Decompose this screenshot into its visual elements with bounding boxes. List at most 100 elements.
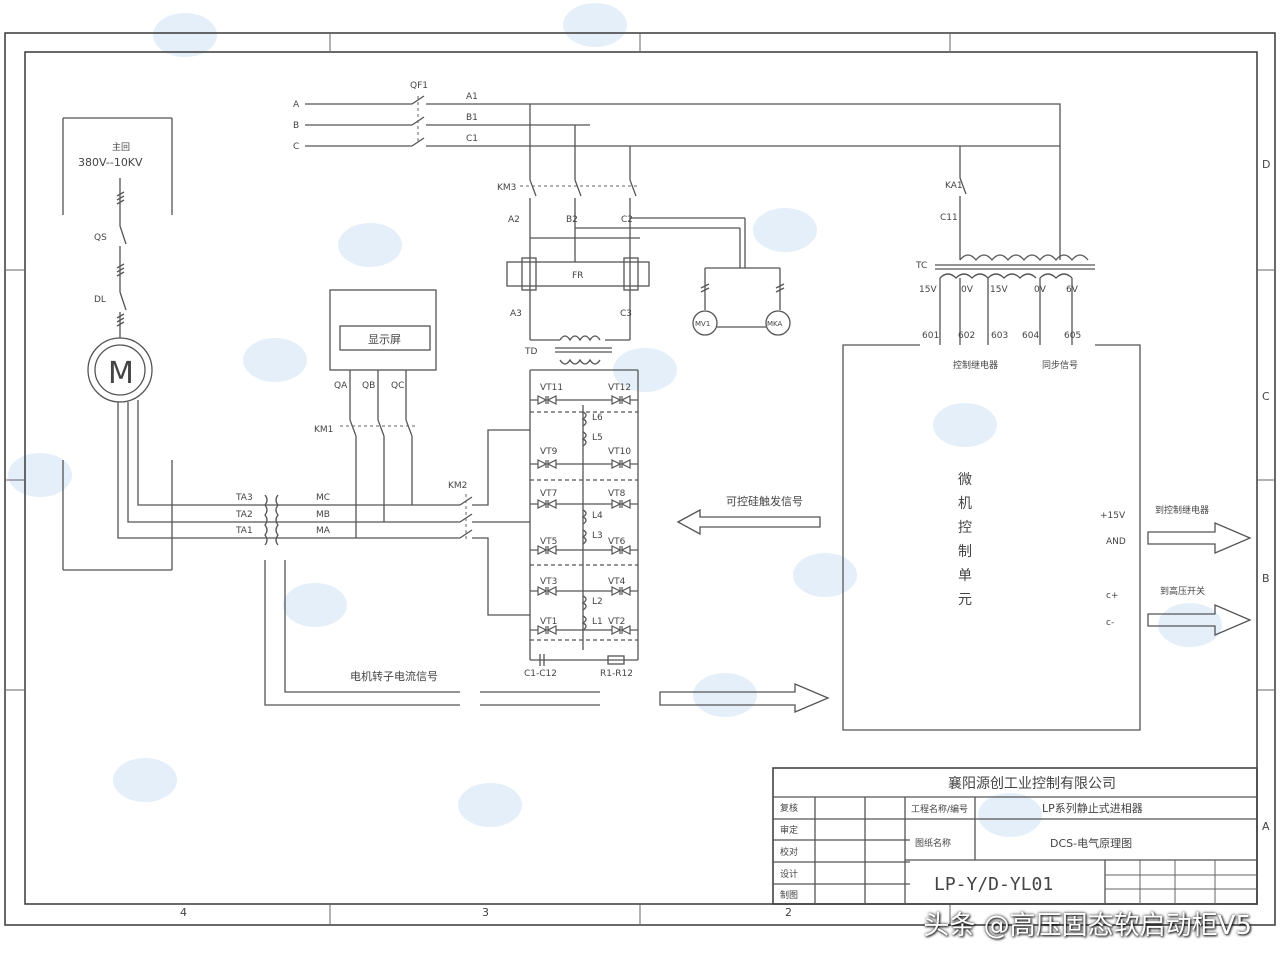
a2-label: A2 <box>508 215 520 225</box>
inductor-l4: L4 <box>592 511 603 521</box>
role-review: 复核 <box>780 802 798 814</box>
mcu-char-4: 制 <box>958 544 972 560</box>
km2-switch: KM2 <box>448 429 530 616</box>
fr-relay-box <box>506 261 650 287</box>
vt12-label: VT12 <box>608 383 631 393</box>
td-label: TD <box>524 347 537 357</box>
motor-supply-column: 主回 380V--10KV QS DL M <box>62 117 300 571</box>
phase-label-a: A <box>293 100 300 110</box>
phase-label-c: C <box>293 142 299 152</box>
trigger-signal-arrow: 可控硅触发信号 <box>676 494 821 536</box>
microcontroller-unit: 微 机 控 制 单 元 +15V AND c+ c- <box>842 344 1141 731</box>
cminus-label: c- <box>1106 618 1114 628</box>
cplus-label: c+ <box>1106 591 1119 601</box>
inductor-l3: L3 <box>592 531 603 541</box>
thyristor-pair-4 <box>530 545 638 555</box>
meter-2-label: MKA <box>767 320 783 328</box>
to-switch-label: 到高压开关 <box>1160 585 1205 597</box>
inner-frame <box>24 51 1258 905</box>
role-draw: 制图 <box>780 889 798 901</box>
thyristor-stack: L6 L5 L4 L3 L2 L1 VT11 VT9 VT7 VT5 VT3 V… <box>524 369 639 679</box>
role-design: 设计 <box>780 868 798 880</box>
project-name-value: LP系列静止式进相器 <box>1042 801 1143 815</box>
vt3-label: VT3 <box>540 577 557 587</box>
thyristor-pair-5 <box>530 586 638 596</box>
role-check: 校对 <box>780 846 798 858</box>
vt11-label: VT11 <box>540 383 563 393</box>
tap-0v-a: 0V <box>961 285 974 295</box>
meter-branch: MV1 MKA <box>692 218 791 336</box>
vt7-label: VT7 <box>540 489 557 499</box>
to-relay-label: 到控制继电器 <box>1155 504 1209 516</box>
motor-symbol: M <box>108 356 134 391</box>
terminal-605: 605 <box>1064 331 1081 341</box>
display-terminal-qa: QA <box>334 381 348 391</box>
ka1-label: KA1 <box>945 181 963 191</box>
tap-ma: MA <box>316 526 331 536</box>
zone-label-right: D <box>1262 158 1270 171</box>
role-approve: 审定 <box>780 824 798 836</box>
thyristor-pair-2 <box>530 459 638 469</box>
switch-output-arrow: 到高压开关 <box>1147 585 1252 636</box>
drawing-name-label: 图纸名称 <box>915 837 951 849</box>
vt6-label: VT6 <box>608 537 626 547</box>
project-name-label: 工程名称/编号 <box>911 803 968 815</box>
fr-label: FR <box>572 271 583 281</box>
title-block: 襄阳源创工业控制有限公司 工程名称/编号 LP系列静止式进相器 图纸名称 DCS… <box>772 767 1258 905</box>
supply-voltage: 380V--10KV <box>78 156 143 169</box>
vt9-label: VT9 <box>540 447 558 457</box>
vt10-label: VT10 <box>608 447 631 457</box>
mcu-char-2: 机 <box>958 496 972 512</box>
c1-label: C1 <box>466 134 478 144</box>
thyristor-pair-1 <box>530 395 638 405</box>
zone-label-bottom: 2 <box>785 906 792 919</box>
display-terminal-qb: QB <box>362 381 375 391</box>
vt4-label: VT4 <box>608 577 626 587</box>
zone-label-bottom: 4 <box>180 906 187 919</box>
tc-label: TC <box>915 261 927 271</box>
display-terminal-qc: QC <box>391 381 404 391</box>
source-watermark: 头条 @高压固态软启动柜V5 <box>923 911 1252 941</box>
c11-label: C11 <box>940 213 958 223</box>
mcu-char-5: 单 <box>958 568 972 584</box>
gnd-label: AND <box>1106 537 1126 547</box>
tap-15v-b: 15V <box>990 285 1008 295</box>
a1-label: A1 <box>466 92 478 102</box>
qs-label: QS <box>94 233 107 243</box>
ta2-label: TA2 <box>235 510 253 520</box>
drawing-name-value: DCS-电气原理图 <box>1050 836 1132 850</box>
terminal-604: 604 <box>1022 331 1039 341</box>
zone-label-right: A <box>1262 820 1270 833</box>
inductor-l5: L5 <box>592 433 603 443</box>
b1-label: B1 <box>466 113 478 123</box>
zone-label-bottom: 3 <box>482 906 489 919</box>
motor-inner-circle <box>94 344 146 396</box>
trigger-signal-label: 可控硅触发信号 <box>726 494 803 508</box>
relay-output-arrow: 到控制继电器 <box>1147 504 1252 554</box>
zone-ticks <box>5 33 1275 925</box>
mcu-char-3: 控 <box>958 520 972 536</box>
rotor-current-arrow: 电机转子电流信号 <box>350 669 830 713</box>
c2-label: C2 <box>621 215 633 225</box>
vt8-label: VT8 <box>608 489 626 499</box>
control-transformer: KA1 C11 TC 15V 0V 15V 0V 6V 601 602 603 … <box>915 146 1095 371</box>
mcu-char-6: 元 <box>958 592 972 608</box>
sync-signal-label: 同步信号 <box>1042 359 1078 371</box>
ta3-label: TA3 <box>235 493 253 503</box>
zone-label-right: B <box>1262 572 1270 585</box>
mcu-char-1: 微 <box>958 472 972 488</box>
rotor-current-label: 电机转子电流信号 <box>350 669 438 683</box>
km3-label: KM3 <box>497 183 516 193</box>
inductor-l2: L2 <box>592 597 603 607</box>
vt1-label: VT1 <box>540 617 557 627</box>
current-transformers: TA3 TA2 TA1 MC MB MA <box>235 493 460 706</box>
drawing-number: LP-Y/D-YL01 <box>934 874 1053 895</box>
inductor-l6: L6 <box>592 413 603 423</box>
rc-resistor-label: R1-R12 <box>600 669 633 679</box>
phase-label-b: B <box>293 121 299 131</box>
voltmeter-icon <box>692 310 718 336</box>
terminal-603: 603 <box>991 331 1008 341</box>
km1-label: KM1 <box>314 425 333 435</box>
supply-heading: 主回 <box>112 141 130 153</box>
